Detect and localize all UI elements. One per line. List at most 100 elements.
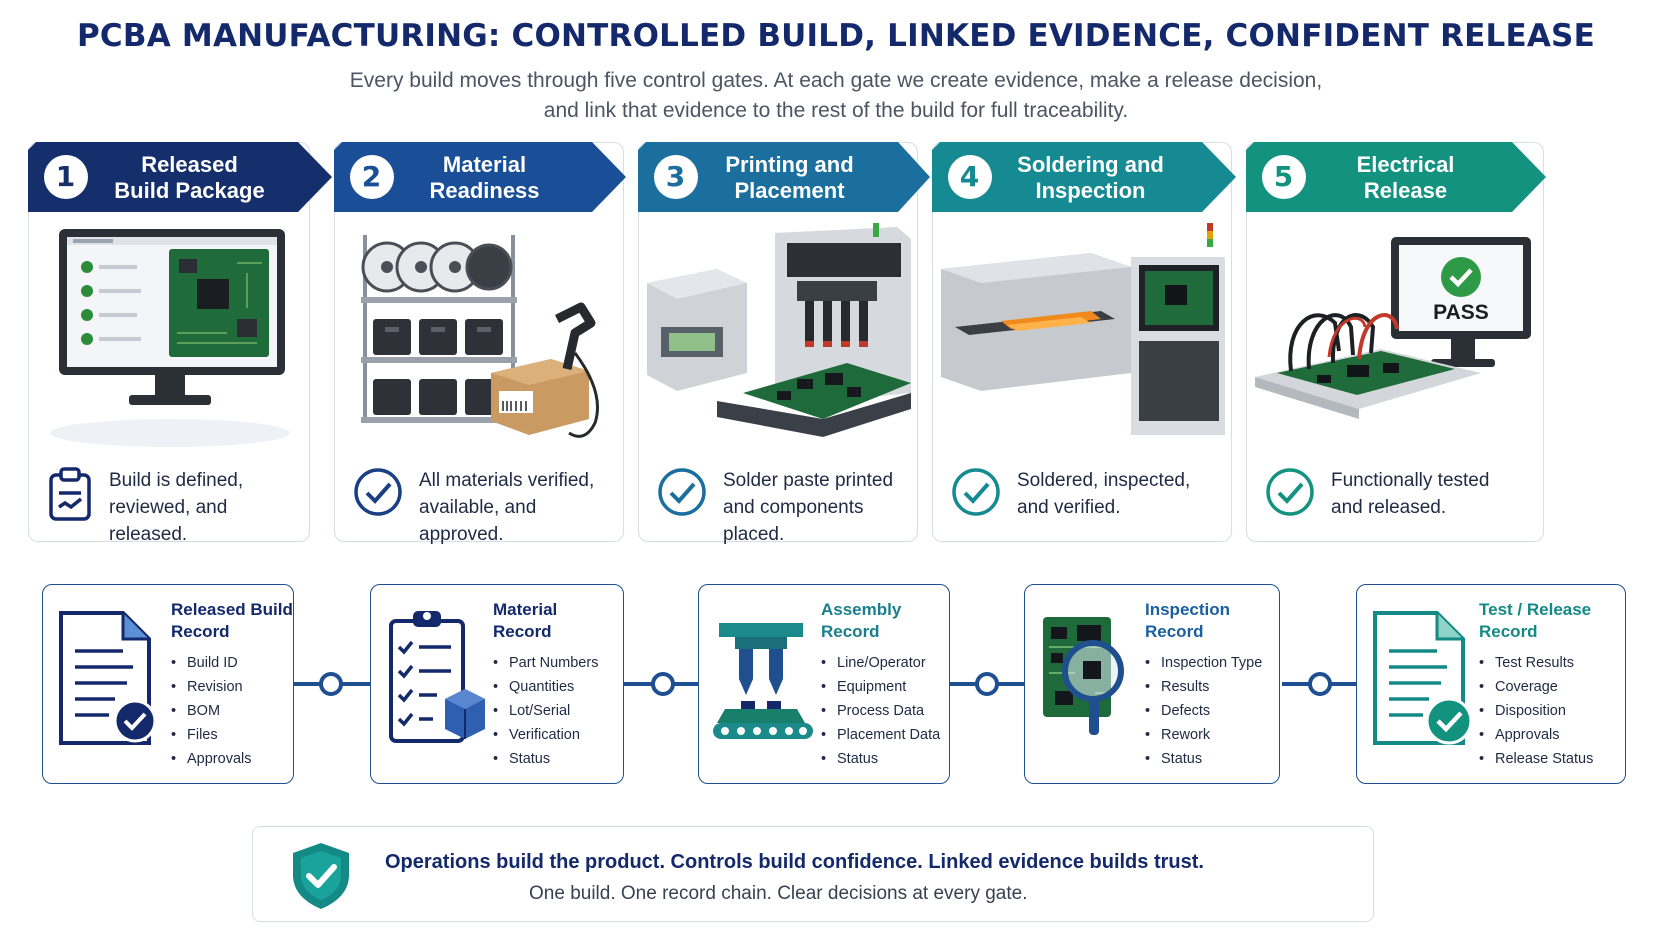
gate-2-card: 2 Material Readiness [333, 141, 626, 545]
pass-label: PASS [1433, 301, 1489, 324]
list-item: Coverage [1479, 675, 1593, 699]
list-item: Status [493, 747, 598, 771]
gate-4-footer-text: Soldered, inspected, and verified. [1017, 467, 1190, 521]
record-3-fields: Line/Operator Equipment Process Data Pla… [821, 651, 940, 771]
gate-2-title-line-1: Material [442, 151, 527, 177]
list-item: Process Data [821, 699, 940, 723]
list-item: Quantities [493, 675, 598, 699]
list-item: Results [1145, 675, 1262, 699]
gate-5-title: Electrical Release [1326, 152, 1486, 204]
list-item: Approvals [171, 747, 251, 771]
banner-tagline: One build. One record chain. Clear decis… [529, 883, 1028, 904]
subtitle-line-1: Every build moves through five control g… [349, 69, 1323, 92]
gate-5-footer-line-2: and released. [1331, 497, 1447, 518]
list-item: Part Numbers [493, 651, 598, 675]
computer-monitor-illustration [37, 223, 301, 453]
check-circle-icon [658, 468, 706, 516]
gate-5-title-line-1: Electrical [1356, 151, 1455, 177]
record-4-title-line-2: Record [1145, 622, 1204, 641]
gate-2-footer: All materials verified, available, and a… [353, 461, 613, 545]
gate-4-title-line-1: Soldering and [1017, 151, 1164, 177]
record-card-3: Assembly Record Line/Operator Equipment … [698, 584, 950, 784]
record-3-title: Assembly Record [821, 599, 901, 643]
list-item: Status [1145, 747, 1262, 771]
gate-4-title-line-2: Inspection [1035, 177, 1146, 203]
record-card-2: Material Record Part Numbers Quantities … [370, 584, 624, 784]
material-shelf-illustration [343, 223, 615, 453]
list-item: Build ID [171, 651, 251, 675]
gate-3-title-line-1: Printing and [725, 151, 854, 177]
record-1-title: Released Build Record [171, 599, 293, 643]
gate-4-card: 4 Soldering and Inspection [931, 141, 1236, 542]
gate-3-card: 3 Printing and Placement [637, 141, 930, 545]
list-item: Equipment [821, 675, 940, 699]
list-item: Rework [1145, 723, 1262, 747]
subtitle-line-2: and link that evidence to the rest of th… [543, 99, 1129, 122]
record-4-fields: Inspection Type Results Defects Rework S… [1145, 651, 1262, 771]
record-4-title: Inspection Record [1145, 599, 1230, 643]
gate-1-footer: Build is defined, reviewed, and released… [47, 461, 299, 545]
list-item: Release Status [1479, 747, 1593, 771]
list-item: Revision [171, 675, 251, 699]
gate-4-footer-line-1: Soldered, inspected, [1017, 470, 1191, 491]
assembly-machine-icon [713, 623, 813, 739]
gate-2-title-line-2: Readiness [429, 177, 540, 203]
gate-3-number: 3 [653, 154, 698, 199]
gate-2-title: Material Readiness [410, 152, 560, 204]
gate-5-footer: Functionally tested and released. [1265, 461, 1533, 531]
gate-4-footer: Soldered, inspected, and verified. [951, 461, 1221, 531]
gate-4-footer-line-2: and verified. [1017, 497, 1121, 518]
list-item: Lot/Serial [493, 699, 598, 723]
record-card-1: Released Build Record Build ID Revision … [42, 584, 294, 784]
document-check-icon [59, 611, 157, 745]
gate-2-footer-line-1: All materials verified, [419, 470, 595, 491]
clipboard-icon [49, 467, 91, 521]
trust-banner: Operations build the product. Controls b… [252, 826, 1374, 922]
gate-3-footer-line-2: and components placed. [723, 497, 864, 545]
record-1-title-line-1: Released Build [171, 600, 293, 619]
electrical-test-illustration: PASS [1255, 223, 1535, 453]
record-2-fields: Part Numbers Quantities Lot/Serial Verif… [493, 651, 598, 771]
record-card-4: Inspection Record Inspection Type Result… [1024, 584, 1280, 784]
list-item: BOM [171, 699, 251, 723]
gate-5-title-line-2: Release [1363, 177, 1448, 203]
gate-5-footer-text: Functionally tested and released. [1331, 467, 1489, 521]
record-5-fields: Test Results Coverage Disposition Approv… [1479, 651, 1593, 771]
gate-3-title: Printing and Placement [710, 152, 870, 204]
list-item: Defects [1145, 699, 1262, 723]
evidence-records: Released Build Record Build ID Revision … [42, 584, 1634, 784]
check-circle-icon [952, 468, 1000, 516]
checklist-box-icon [389, 611, 485, 743]
check-circle-icon [1266, 468, 1314, 516]
list-item: Status [821, 747, 940, 771]
record-connector-4 [1282, 672, 1358, 696]
magnifier-board-icon [1043, 617, 1124, 735]
list-item: Approvals [1479, 723, 1593, 747]
record-1-fields: Build ID Revision BOM Files Approvals [171, 651, 251, 771]
pick-and-place-illustration [647, 223, 911, 453]
record-1-title-line-2: Record [171, 622, 230, 641]
gate-2-footer-line-2: available, and approved. [419, 497, 537, 545]
record-card-5: Test / Release Record Test Results Cover… [1356, 584, 1626, 784]
gate-1-title-line-1: Released [141, 151, 238, 177]
banner-headline: Operations build the product. Controls b… [385, 851, 1204, 873]
gate-3-footer-line-1: Solder paste printed [723, 470, 894, 491]
record-2-title-line-2: Record [493, 622, 552, 641]
gate-2-footer-text: All materials verified, available, and a… [419, 467, 613, 548]
gate-1-title-line-2: Build Package [114, 177, 265, 203]
gate-5-footer-line-1: Functionally tested [1331, 470, 1490, 491]
gate-4-number: 4 [947, 154, 992, 199]
gate-1-number: 1 [43, 154, 88, 199]
list-item: Test Results [1479, 651, 1593, 675]
record-connector-2 [624, 672, 702, 696]
gate-1-footer-text: Build is defined, reviewed, and released… [109, 467, 299, 548]
check-circle-icon [354, 468, 402, 516]
gate-2-number: 2 [349, 154, 394, 199]
gate-3-title-line-2: Placement [734, 177, 845, 203]
record-connector-3 [950, 672, 1024, 696]
check-badge-icon [1441, 257, 1481, 297]
page-subtitle: Every build moves through five control g… [0, 66, 1672, 126]
gate-4-title: Soldering and Inspection [1006, 152, 1176, 204]
gate-3-footer-text: Solder paste printed and components plac… [723, 467, 907, 548]
record-5-title-line-1: Test / Release [1479, 600, 1592, 619]
